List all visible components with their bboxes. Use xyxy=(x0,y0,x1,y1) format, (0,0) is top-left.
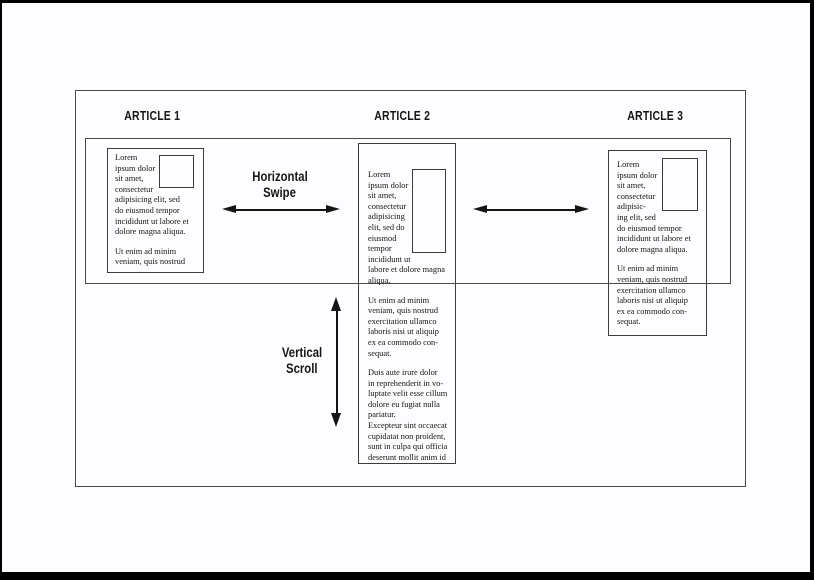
horizontal-swipe-label-line2: Swipe xyxy=(263,185,297,200)
horizontal-swipe-label: Horizontal Swipe xyxy=(215,169,345,201)
article-1-paragraph: Ut enim ad minim veniam, quis nostrud xyxy=(115,246,186,267)
article-1-heading-label: ARTICLE 1 xyxy=(124,109,180,123)
article-2-content-box: Lorem ipsum dolor sit amet, consectetur … xyxy=(358,143,456,464)
article-3-content-box: Lorem ipsum dolor sit amet, consectetur … xyxy=(608,150,707,336)
article-2-paragraph: Ut enim ad minim veniam, quis nostrud ex… xyxy=(368,295,439,358)
arrow-head-bottom xyxy=(331,413,341,427)
article-3-image-placeholder xyxy=(662,158,698,211)
vertical-scroll-arrow-icon xyxy=(331,297,342,427)
vertical-scroll-label: Vertical Scroll xyxy=(237,345,367,377)
arrow-head-left xyxy=(222,205,236,213)
arrow-shaft xyxy=(233,208,329,211)
arrow-shaft xyxy=(335,308,338,416)
article-1-heading: ARTICLE 1 xyxy=(87,109,217,125)
horizontal-swipe-arrow-icon xyxy=(473,205,589,214)
article-3-paragraph: Lorem ipsum dolor sit amet, consectetur … xyxy=(617,160,691,254)
arrow-head-left xyxy=(473,205,487,213)
vertical-scroll-label-line1: Vertical xyxy=(281,345,323,360)
article-2-paragraph: Duis aute irure dolor in reprehenderit i… xyxy=(368,368,448,462)
arrow-head-right xyxy=(326,205,340,213)
horizontal-swipe-label-line1: Horizontal xyxy=(252,169,308,184)
article-2-paragraph: Lorem ipsum dolor sit amet, consectetur … xyxy=(368,170,445,285)
horizontal-swipe-arrow-icon xyxy=(222,205,340,214)
arrow-shaft xyxy=(484,208,578,211)
viewport-band xyxy=(85,138,731,284)
article-2-heading: ARTICLE 2 xyxy=(337,109,467,125)
article-3-heading-label: ARTICLE 3 xyxy=(627,109,683,123)
arrow-head-right xyxy=(575,205,589,213)
article-3-paragraph: Ut enim ad minim veniam, quis nostrud ex… xyxy=(617,264,688,327)
screen-boundary-frame xyxy=(75,90,746,487)
article-1-paragraph: Lorem ipsum dolor sit amet, consectetur … xyxy=(115,153,189,237)
article-1-image-placeholder xyxy=(159,155,194,188)
article-2-image-placeholder xyxy=(412,169,446,253)
article-3-heading: ARTICLE 3 xyxy=(590,109,720,125)
article-2-heading-label: ARTICLE 2 xyxy=(374,109,430,123)
arrow-head-top xyxy=(331,297,341,311)
article-1-content-box: Lorem ipsum dolor sit amet, consectetur … xyxy=(107,148,204,273)
vertical-scroll-label-line2: Scroll xyxy=(286,361,318,376)
